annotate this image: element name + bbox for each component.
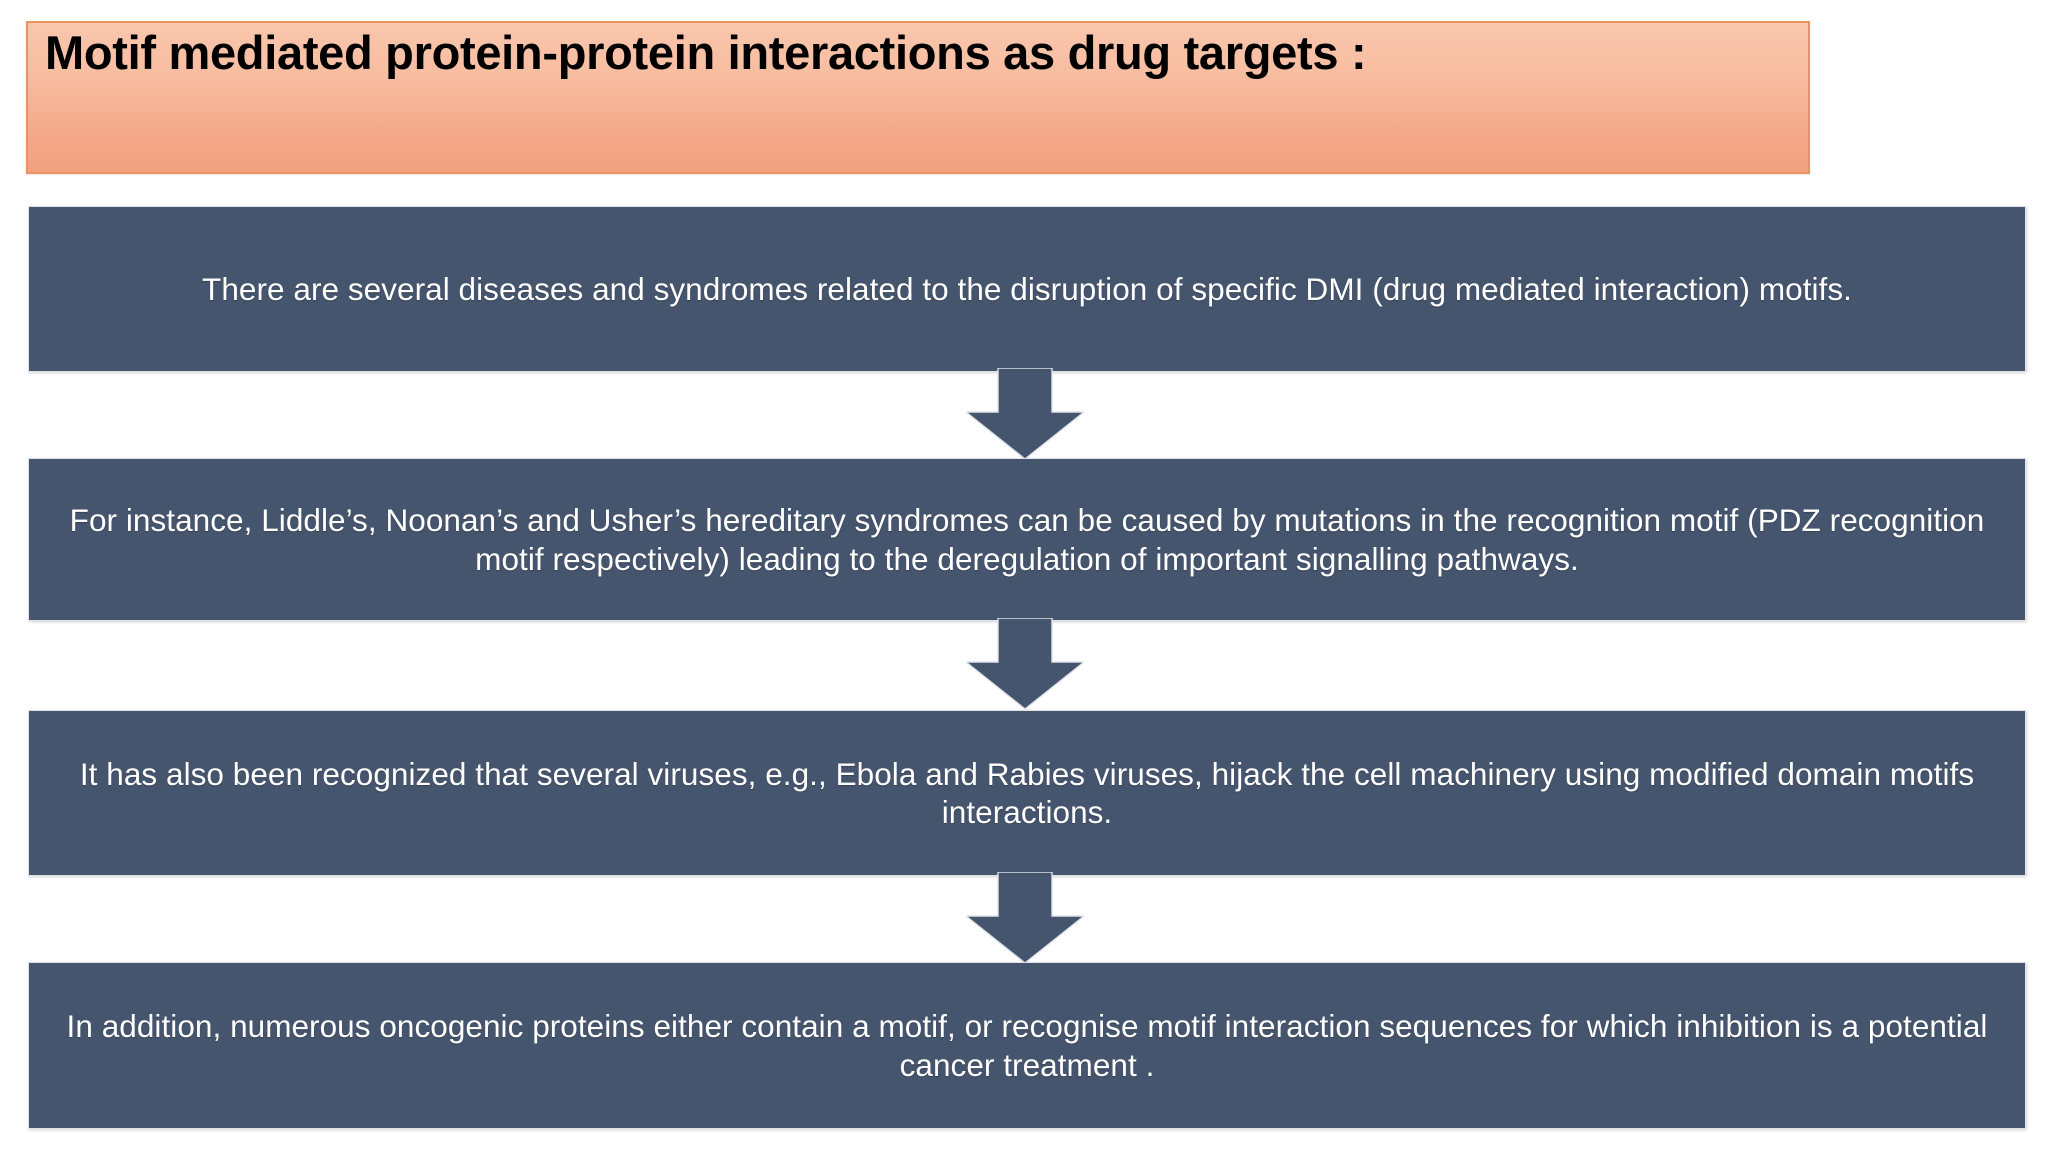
down-arrow-icon-1 <box>966 368 1084 460</box>
down-arrow-icon <box>966 872 1084 964</box>
flowchart-step-2: For instance, Liddle’s, Noonan’s and Ush… <box>28 458 2026 621</box>
down-arrow-icon-2 <box>966 618 1084 710</box>
flowchart-step-3-text: It has also been recognized that several… <box>79 755 1975 830</box>
down-arrow-icon-3 <box>966 872 1084 964</box>
flowchart-step-4-text: In addition, numerous oncogenic proteins… <box>66 1008 1988 1083</box>
down-arrow-icon <box>966 368 1084 460</box>
flowchart-step-3: It has also been recognized that several… <box>28 710 2026 876</box>
down-arrow-icon <box>966 618 1084 710</box>
flowchart-step-4: In addition, numerous oncogenic proteins… <box>28 962 2026 1129</box>
flowchart-step-1: There are several diseases and syndromes… <box>28 206 2026 372</box>
flowchart-step-1-text: There are several diseases and syndromes… <box>202 270 1852 307</box>
page-title: Motif mediated protein-protein interacti… <box>45 26 1367 79</box>
slide-title-banner: Motif mediated protein-protein interacti… <box>26 21 1810 174</box>
flowchart-step-2-text: For instance, Liddle’s, Noonan’s and Ush… <box>69 502 1985 577</box>
